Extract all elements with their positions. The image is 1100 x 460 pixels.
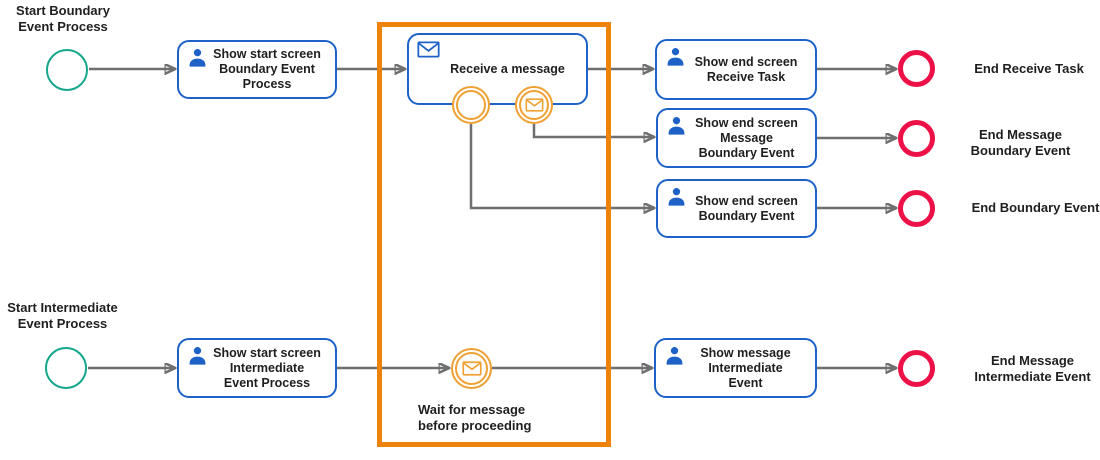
task-show-end-screen-boundary[interactable]: Show end screen Boundary Event [656, 179, 817, 238]
task-show-end-screen-receive-task[interactable]: Show end screen Receive Task [655, 39, 817, 100]
boundary-event-inner-ring [519, 90, 549, 120]
start-boundary-event-label: Start Boundary Event Process [16, 3, 110, 34]
flow-msg-boundary-to-task [532, 124, 654, 137]
start-event-intermediate-process[interactable] [45, 347, 87, 389]
user-icon [667, 48, 684, 66]
end-receive-task-label: End Receive Task [974, 61, 1084, 76]
wait-for-message-label: Wait for message before proceeding [418, 402, 532, 433]
end-event-boundary[interactable] [898, 190, 935, 227]
task-label: Show end screen Message Boundary Event [695, 115, 798, 160]
start-event-boundary-process[interactable] [46, 49, 88, 91]
end-event-message-intermediate[interactable] [898, 350, 935, 387]
task-show-message-intermediate[interactable]: Show message Intermediate Event [654, 338, 817, 398]
envelope-icon [461, 361, 482, 376]
user-icon [189, 347, 206, 365]
user-icon [668, 117, 685, 135]
task-show-end-screen-message-boundary[interactable]: Show end screen Message Boundary Event [656, 108, 817, 168]
end-message-boundary-label: End Message Boundary Event [970, 127, 1071, 158]
user-icon [668, 188, 685, 206]
task-label: Show message Intermediate Event [700, 345, 791, 390]
envelope-icon [525, 98, 543, 112]
boundary-event-inner-ring [456, 90, 486, 120]
end-event-receive-task[interactable] [898, 50, 935, 87]
end-event-message-boundary[interactable] [898, 120, 935, 157]
end-boundary-label: End Boundary Event [971, 200, 1100, 215]
user-icon [666, 347, 683, 365]
envelope-icon [417, 41, 440, 58]
task-label: Show end screen Receive Task [694, 54, 798, 84]
intermediate-message-catch-event[interactable] [451, 348, 492, 389]
task-show-start-screen-boundary[interactable]: Show start screen Boundary Event Process [177, 40, 337, 99]
start-intermediate-event-label: Start Intermediate Event Process [7, 300, 118, 331]
task-label: Receive a message [450, 61, 565, 76]
end-message-intermediate-label: End Message Intermediate Event [974, 353, 1091, 384]
task-label: Show start screen Boundary Event Process [213, 47, 321, 91]
boundary-event-plain[interactable] [452, 86, 490, 124]
task-label: Show start screen Intermediate Event Pro… [213, 345, 321, 390]
task-receive-a-message[interactable]: Receive a message [407, 33, 588, 105]
boundary-event-message[interactable] [515, 86, 553, 124]
user-icon [189, 49, 206, 67]
task-label: Show end screen Boundary Event [695, 193, 798, 223]
intermediate-event-inner-ring [455, 352, 488, 385]
task-show-start-screen-intermediate[interactable]: Show start screen Intermediate Event Pro… [177, 338, 337, 398]
flow-boundary-to-task [469, 124, 654, 208]
